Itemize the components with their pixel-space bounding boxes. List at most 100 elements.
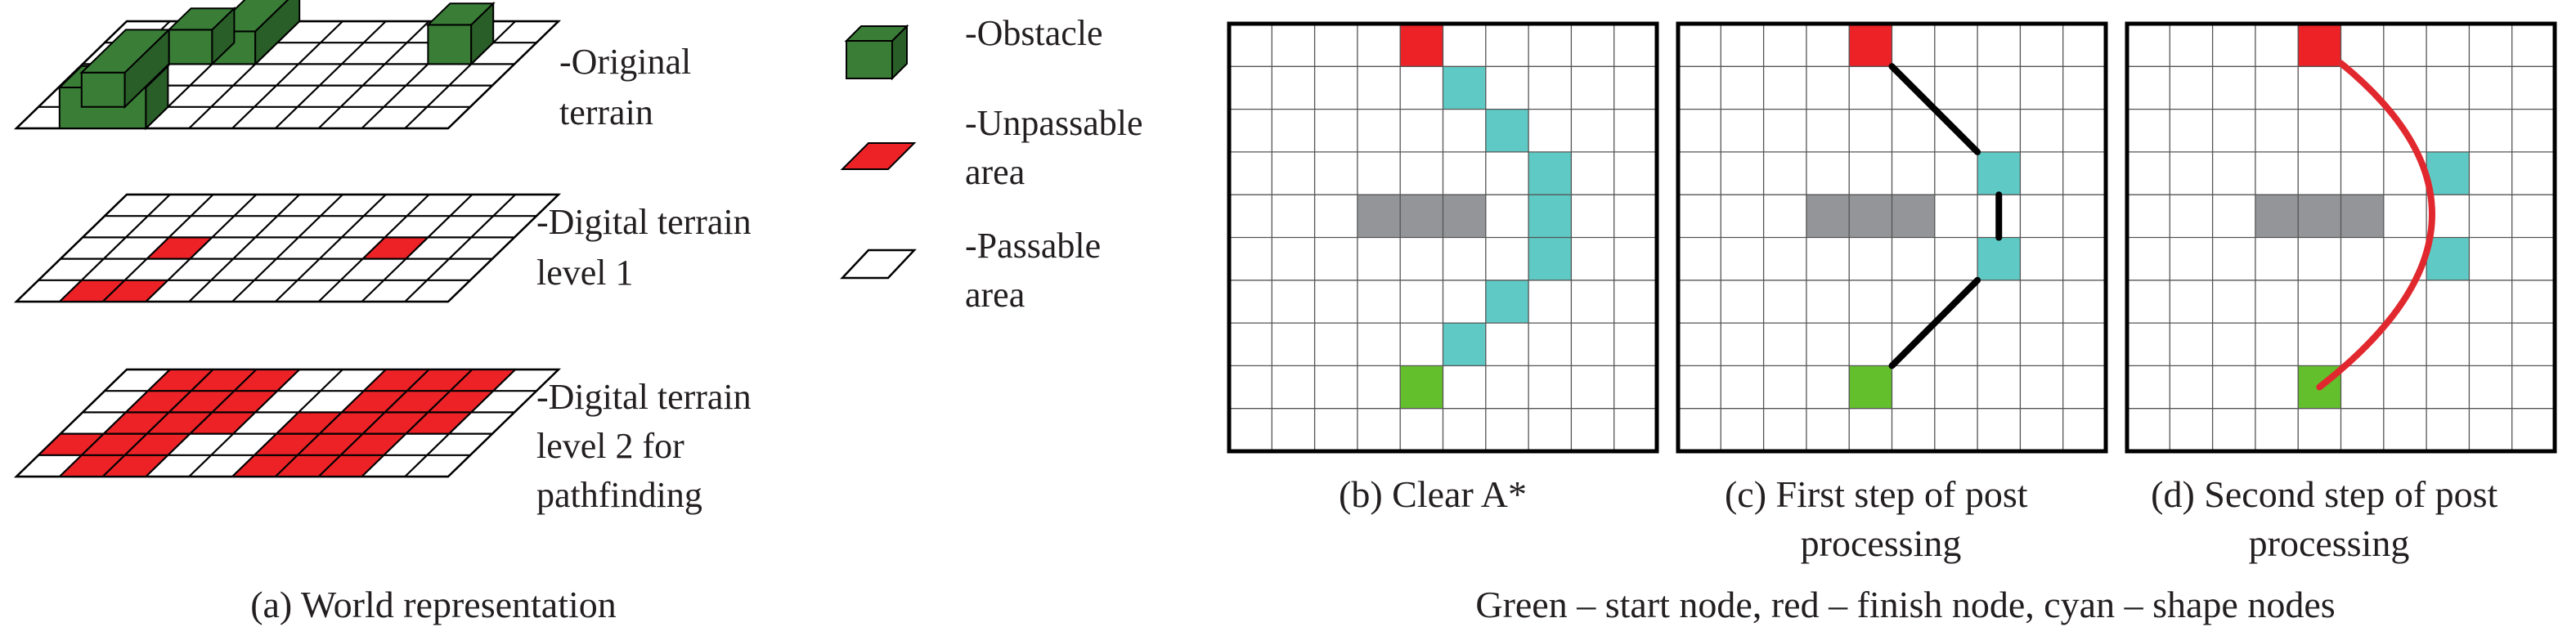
original-terrain-layer (13, 0, 562, 131)
terrain-layers (13, 0, 562, 478)
unpassable-cell (190, 412, 256, 434)
terrain-grid-line (16, 369, 128, 477)
obstacle-legend-icon (844, 24, 909, 81)
unpassable-cell (232, 455, 298, 477)
obstacle-side-face (254, 0, 301, 66)
obstacle-front-face (168, 29, 213, 65)
label-digital-level2: -Digital terrain level 2 for pathfinding (536, 377, 761, 515)
obstacle-top-face (425, 2, 496, 26)
unpassable-cell (81, 433, 147, 455)
shape-node-cell (1443, 323, 1486, 366)
blocked-cell (2340, 195, 2384, 238)
unpassable-cell (406, 370, 473, 392)
unpassable-cell (59, 455, 125, 477)
shape-node-cell (1528, 195, 1572, 238)
label-original-terrain: -Original terrain (559, 42, 700, 132)
unpassable-cell (146, 237, 213, 259)
digital-terrain-level2-layer (13, 368, 562, 478)
unpassable-cell (319, 412, 385, 434)
unpassable-icon-shape (840, 142, 917, 170)
unpassable-cell (38, 433, 104, 455)
digital-terrain-level1-layer (13, 193, 562, 303)
unpassable-cell (59, 280, 125, 302)
passable-legend-icon (840, 249, 917, 280)
blocked-cell (1806, 195, 1850, 238)
obstacle-front-face (427, 24, 473, 65)
shape-node-cell (1977, 237, 2021, 280)
unpassable-cell (147, 370, 213, 392)
finish-node-cell (2298, 24, 2341, 67)
legend-obstacle-label: -Obstacle (965, 13, 1103, 53)
shape-node-cell (2426, 151, 2470, 195)
terrain-grid-line (447, 20, 559, 129)
legend-unpassable-label: -Unpassable area (965, 103, 1152, 192)
unpassable-cell (124, 433, 191, 455)
unpassable-cell (363, 370, 429, 392)
shape-node-cell (1485, 280, 1529, 324)
grid-frame (1227, 21, 1659, 454)
terrain-grid-line (145, 369, 258, 477)
blocked-cell (1443, 195, 1486, 238)
terrain-grid-line (101, 369, 214, 477)
unpassable-cell (318, 455, 384, 477)
obstacle-icon-top (844, 25, 909, 42)
unpassable-cell (384, 391, 451, 413)
label-digital-level1: -Digital terrain level 1 (536, 202, 761, 293)
shape-node-cell (1443, 66, 1486, 110)
caption-panel-c-line2: processing (1801, 522, 1962, 564)
label-digital-level2-line1: -Digital terrain (536, 377, 752, 417)
terrain-grid-line (361, 369, 473, 477)
terrain-grid-line (275, 369, 387, 477)
terrain-grid-line (59, 369, 171, 477)
panel-captions: (b) Clear A* (c) First step of post proc… (1339, 473, 2498, 625)
obstacle-back-left (167, 6, 236, 66)
unpassable-cell (234, 370, 300, 392)
terrain-labels: -Original terrain -Digital terrain level… (250, 42, 761, 625)
caption-panel-d-line2: processing (2249, 522, 2410, 564)
unpassable-cell (406, 412, 472, 434)
shape-node-cell (1485, 109, 1529, 152)
terrain-grid-line (361, 194, 473, 302)
shape-node-cell (1528, 237, 1572, 280)
unpassable-cell (212, 391, 278, 413)
unpassable-cell (341, 391, 407, 413)
terrain-grid-line (317, 20, 430, 129)
caption-panel-c-line1: (c) First step of post (1725, 473, 2028, 515)
unpassable-cell (428, 391, 494, 413)
unpassable-cell (275, 455, 341, 477)
obstacle-top-face (79, 29, 172, 74)
start-node-cell (1849, 365, 1892, 409)
terrain-grid-line (404, 194, 516, 302)
terrain-grid-line (145, 194, 258, 302)
label-digital-level1-line2: level 1 (536, 253, 634, 293)
legend-passable-label: -Passable area (965, 226, 1110, 315)
terrain-grid-line (404, 369, 516, 477)
unpassable-cell (362, 237, 429, 259)
legend: -Obstacle -Unpassable area -Passable are… (840, 13, 1152, 315)
terrain-grid-line (188, 369, 300, 477)
caption-panel-a: (a) World representation (250, 584, 617, 625)
blocked-cell (1892, 195, 1935, 238)
caption-panel-b-line1: (b) Clear A* (1339, 473, 1527, 515)
unpassable-cell (103, 412, 169, 434)
obstacle-small-right (425, 1, 496, 66)
blocked-cell (1849, 195, 1892, 238)
grid-panel-b (1227, 21, 1659, 454)
legend-passable-line2: area (965, 275, 1025, 315)
unpassable-cell (276, 412, 342, 434)
terrain-grid-line (317, 369, 430, 477)
terrain-grid-line (16, 194, 128, 302)
unpassable-cell (146, 412, 213, 434)
terrain-grid-line (275, 20, 387, 129)
post-processed-path-segment (1888, 276, 1981, 370)
label-original-terrain-line1: -Original (559, 42, 691, 82)
shape-node-cell (2426, 237, 2470, 280)
terrain-grid-line (447, 369, 559, 477)
unpassable-cell (102, 455, 168, 477)
grid-frame (2125, 21, 2557, 454)
terrain-grid-line (275, 194, 387, 302)
legend-unpassable-line1: -Unpassable (965, 103, 1143, 143)
unpassable-cell (340, 433, 406, 455)
blocked-cell (2255, 195, 2299, 238)
caption-panel-b: (b) Clear A* (1339, 473, 1527, 515)
